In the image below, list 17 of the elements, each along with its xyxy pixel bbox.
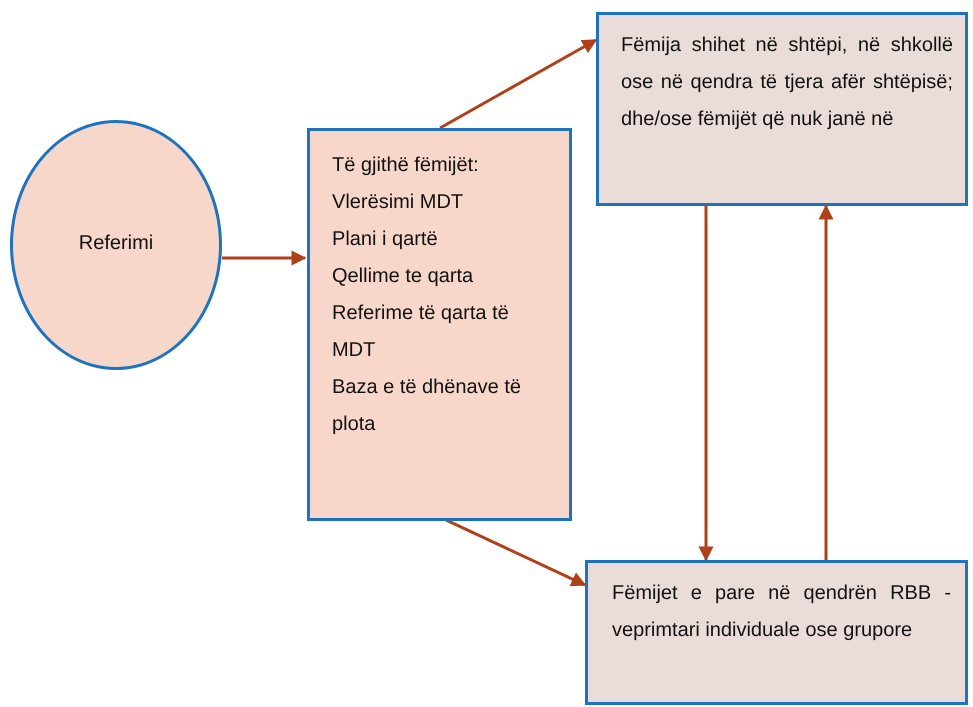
node-text: Të gjithë fëmijët: <box>332 153 480 178</box>
node-text: Referimi <box>78 230 154 256</box>
node-text: Vlerësimi MDT <box>332 190 464 215</box>
node-text: Fëmijet e pare në qendrën RBB - veprimtari individuale ose grupore <box>612 581 951 643</box>
node-text: Baza e të dhënave të plota <box>332 375 522 437</box>
process-box <box>596 12 968 206</box>
node-text: Fëmija shihet në shtëpi, në shkollë ose në qendra të tjera afër shtëpisë; dhe/ose fëmijët që nuk janë në <box>621 33 953 132</box>
node-text: Plani i qartë <box>332 227 439 252</box>
arrow <box>818 204 834 560</box>
process-box <box>585 560 968 705</box>
arrow <box>222 250 306 266</box>
node-text: Referime të qarta të MDT <box>332 301 510 363</box>
arrow <box>439 38 598 130</box>
process-box <box>307 128 572 521</box>
node-text: Qellime te qarta <box>332 264 474 289</box>
arrow <box>445 518 586 586</box>
arrow <box>698 206 714 562</box>
